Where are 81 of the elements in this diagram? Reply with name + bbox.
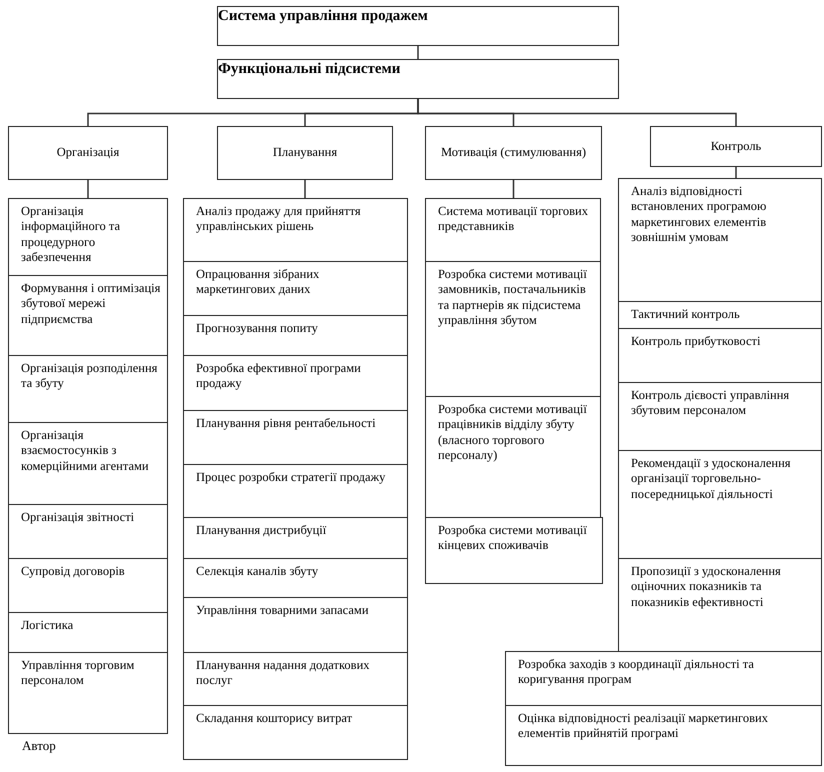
list-item-box	[183, 315, 408, 356]
node-text: Розробка ефективної програми продажу	[196, 361, 362, 392]
node-text: Розробка системи мотивації працівників відділу збуту (власного торгового персоналу)	[438, 402, 588, 463]
category-box	[650, 126, 822, 167]
list-item-box	[425, 198, 601, 262]
list-item-box	[425, 261, 601, 398]
list-item-box	[505, 705, 822, 766]
node-text: Процес розробки стратегії продажу	[196, 470, 386, 486]
list-item-box	[425, 396, 601, 518]
list-item-box	[8, 422, 168, 506]
node-text: Контроль	[710, 138, 762, 154]
list-item-box	[618, 178, 822, 302]
node-text: Управління торговим персоналом	[21, 658, 136, 688]
list-item-box	[8, 652, 168, 734]
category-box	[217, 126, 393, 180]
node-text: Тактичний контроль	[631, 307, 741, 322]
node-text: Аналіз відповідності встановлених програмою маркетингових елементів зовнішнім умовам	[631, 184, 768, 245]
connector-line	[417, 99, 737, 126]
node-text: Організація взаємостосунків з комерційними агентами	[21, 428, 150, 474]
node-text: Мотивація (стимулювання)	[441, 145, 586, 161]
node-text: Формування і оптимізація збутової мережі підприємства	[21, 281, 161, 327]
list-item-box	[505, 651, 822, 706]
node-text: Прогнозування попиту	[196, 321, 319, 336]
connector-line	[417, 46, 419, 59]
list-item-box	[183, 597, 408, 654]
list-item-box	[425, 517, 603, 584]
connector-line	[87, 180, 89, 198]
list-item-box	[183, 464, 408, 518]
node-text: Система управління продажем	[218, 7, 429, 26]
list-item-box	[618, 328, 822, 384]
category-box	[425, 126, 602, 180]
author-note: Автор	[22, 738, 56, 754]
node-text: Організація розподілення та збуту	[21, 361, 158, 392]
connector-line	[735, 167, 737, 178]
node-text: Система мотивації торгових представників	[438, 204, 589, 234]
node-text: Аналіз продажу для прийняття управлінських рішень	[196, 204, 362, 234]
list-item-box	[8, 612, 168, 654]
node-text: Організація звітності	[21, 510, 136, 526]
list-item-box	[618, 450, 822, 560]
list-item-box	[8, 275, 168, 356]
node-text: Функціональні підсистеми	[218, 60, 402, 78]
list-item-box	[183, 652, 408, 706]
list-item-box	[183, 198, 408, 262]
list-item-box	[8, 504, 168, 560]
node-text: Розробка заходів з координації діяльності та коригування програм	[518, 657, 755, 688]
node-text: Логістика	[21, 618, 74, 634]
list-item-box	[618, 382, 822, 452]
node-text: Організація інформаційного та процедурного забезпечення	[21, 204, 122, 265]
node-text: Рекомендації з удосконалення організації торговельно-посередницької діяльності	[631, 456, 792, 502]
list-item-box	[618, 558, 822, 652]
node-text: Планування надання додаткових послуг	[196, 658, 371, 688]
title-box	[217, 6, 619, 46]
node-text: Складання кошторису витрат	[196, 711, 354, 726]
node-text: Розробка системи мотивації кінцевих споживачів	[438, 523, 588, 554]
title-box	[217, 59, 619, 99]
list-item-box	[183, 261, 408, 316]
list-item-box	[183, 410, 408, 466]
list-item-box	[8, 355, 168, 424]
node-text: Пропозиції з удосконалення оціночних показників та показників ефективності	[631, 564, 782, 610]
list-item-box	[183, 517, 408, 560]
list-item-box	[183, 705, 408, 760]
list-item-box	[8, 558, 168, 614]
list-item-box	[618, 301, 822, 330]
list-item-box	[183, 355, 408, 412]
node-text: Контроль прибутковості	[631, 334, 762, 350]
node-text: Опрацювання зібраних маркетингових даних	[196, 267, 320, 298]
connector-line	[512, 180, 514, 198]
node-text: Супровід договорів	[21, 564, 126, 580]
node-text: Планування	[272, 145, 338, 161]
node-text: Планування рівня рентабельності	[196, 416, 377, 432]
node-text: Контроль дієвості управління збутовим персоналом	[631, 388, 790, 418]
node-text: Оцінка відповідності реалізації маркетингових елементів прийнятій програмі	[518, 711, 769, 742]
node-text: Управління товарними запасами	[196, 603, 370, 618]
connector-line	[304, 180, 306, 198]
list-item-box	[8, 198, 168, 276]
node-text: Планування дистрибуції	[196, 523, 328, 538]
list-item-box	[183, 558, 408, 598]
node-text: Селекція каналів збуту	[196, 564, 320, 580]
category-box	[8, 126, 168, 180]
node-text: Організація	[56, 145, 120, 161]
node-text: Розробка системи мотивації замовників, постачальників та партнерів як підсистема управління збутом	[438, 267, 588, 328]
